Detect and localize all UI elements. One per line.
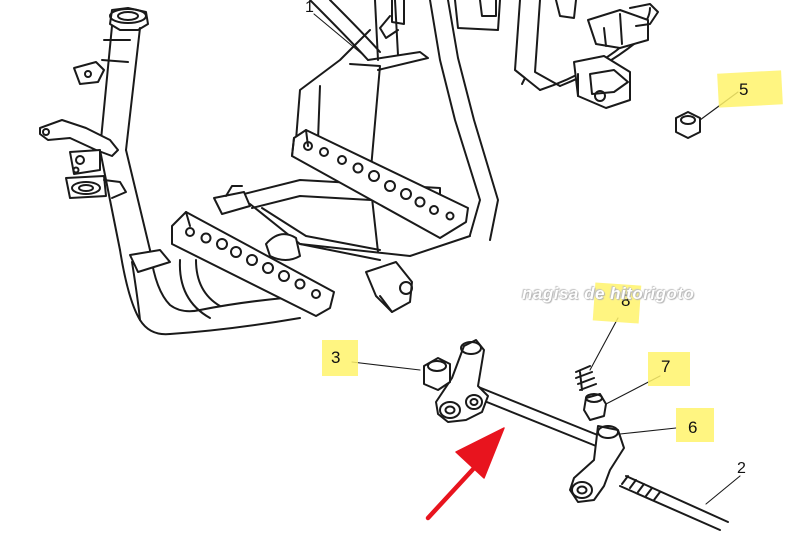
- callout-highlight-3: [322, 340, 358, 376]
- callout-label-8: 8: [621, 291, 631, 310]
- watermark-text: nagisa de hitorigoto: [522, 284, 695, 303]
- callout-highlight-6: [676, 408, 714, 442]
- callout-label-7: 7: [661, 357, 671, 376]
- callout-highlight-7: [648, 352, 690, 386]
- callout-highlight-5: [717, 70, 783, 108]
- callout-label-2: 2: [737, 460, 746, 477]
- callout-label-1: 1: [305, 0, 314, 16]
- frame-part: [39, 0, 659, 336]
- callout-label-3: 3: [331, 348, 341, 367]
- callout-label-5: 5: [739, 80, 749, 99]
- callout-label-6: 6: [688, 418, 698, 437]
- lower-mount-bar: [171, 211, 335, 317]
- stand-shaft-assembly: [423, 111, 729, 531]
- upper-mount-bar: [291, 129, 469, 239]
- red-arrow: [425, 427, 505, 521]
